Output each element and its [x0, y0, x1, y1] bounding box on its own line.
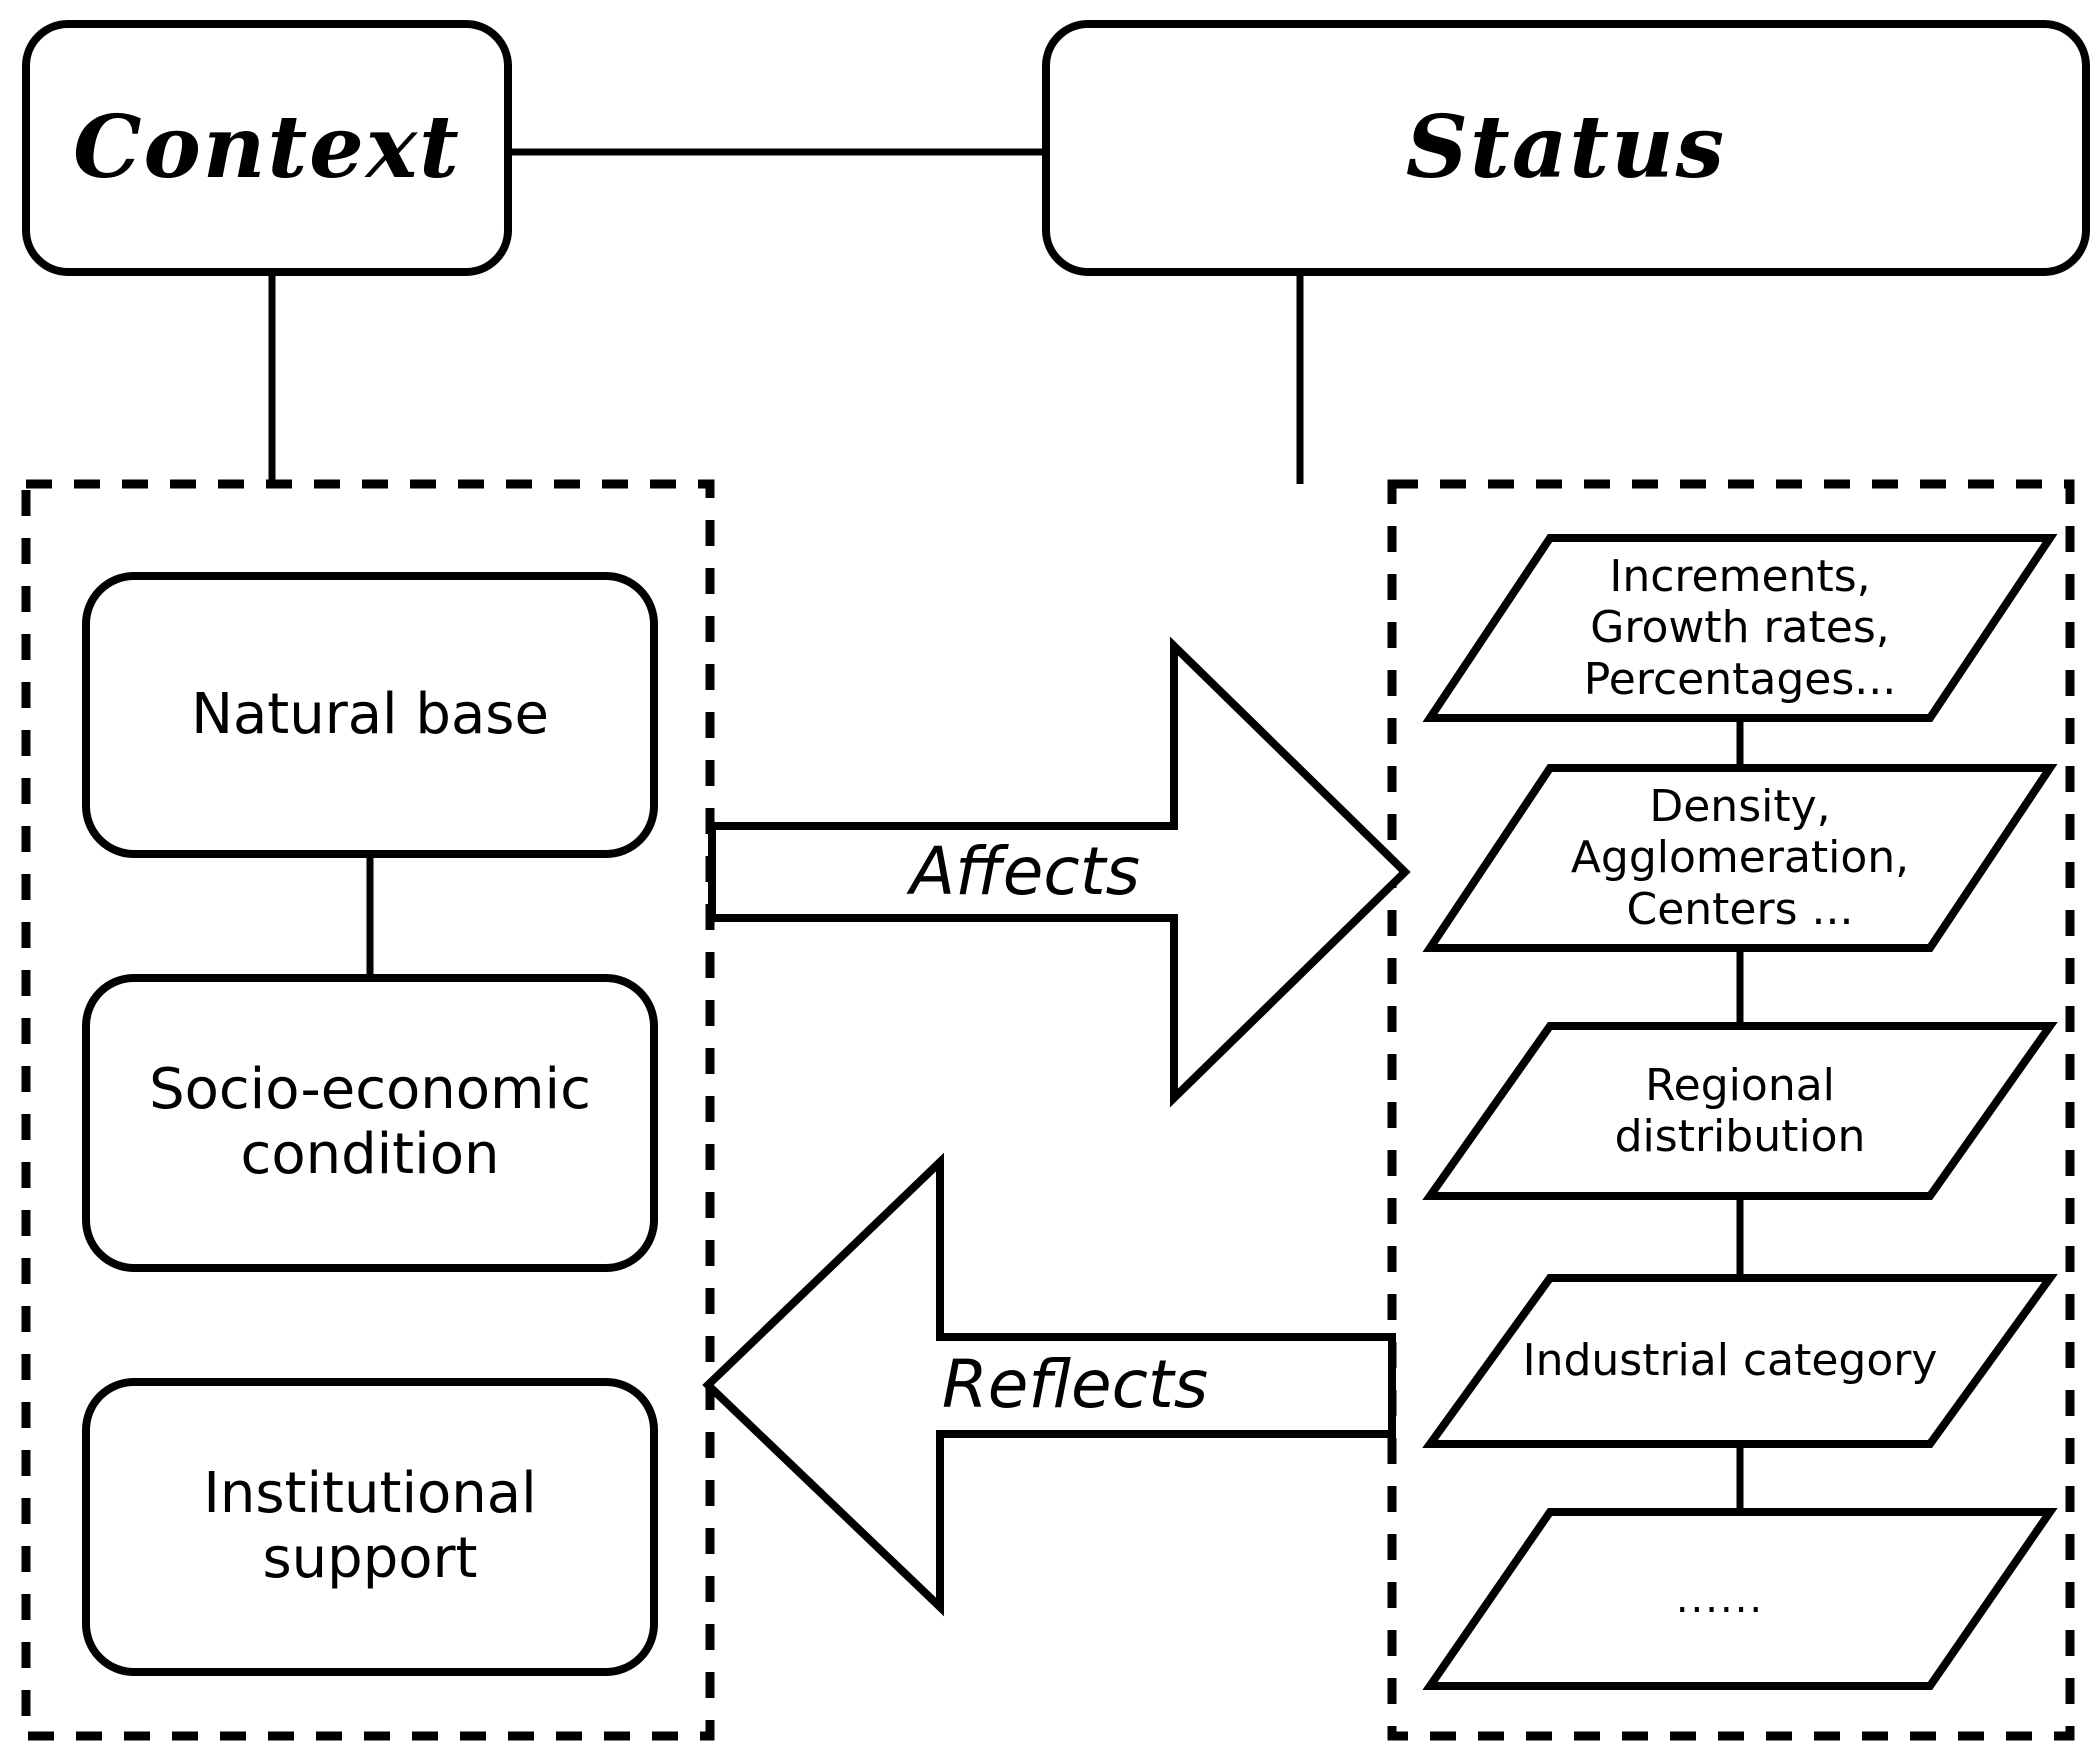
status-item-shape-ellipsis[interactable]	[1422, 1508, 2058, 1690]
context-item-box-institutional-support[interactable]	[82, 1378, 658, 1676]
status-item-shape-industrial-category[interactable]	[1422, 1274, 2058, 1448]
affects-arrow-shape[interactable]	[708, 636, 1411, 1108]
reflects-arrow-shape[interactable]	[702, 1152, 1396, 1617]
status-item-shape-regional-distribution[interactable]	[1422, 1022, 2058, 1200]
status-item-shape-density[interactable]	[1422, 764, 2058, 952]
context-item-box-socio-economic-condition[interactable]	[82, 974, 658, 1272]
status-group-container	[1387, 479, 2075, 1741]
context-group-container	[21, 479, 715, 1741]
status-item-shape-increments[interactable]	[1422, 534, 2058, 722]
context-item-box-natural-base[interactable]	[82, 572, 658, 858]
status-node-box[interactable]	[1042, 20, 2090, 276]
context-node-box[interactable]	[22, 20, 512, 276]
